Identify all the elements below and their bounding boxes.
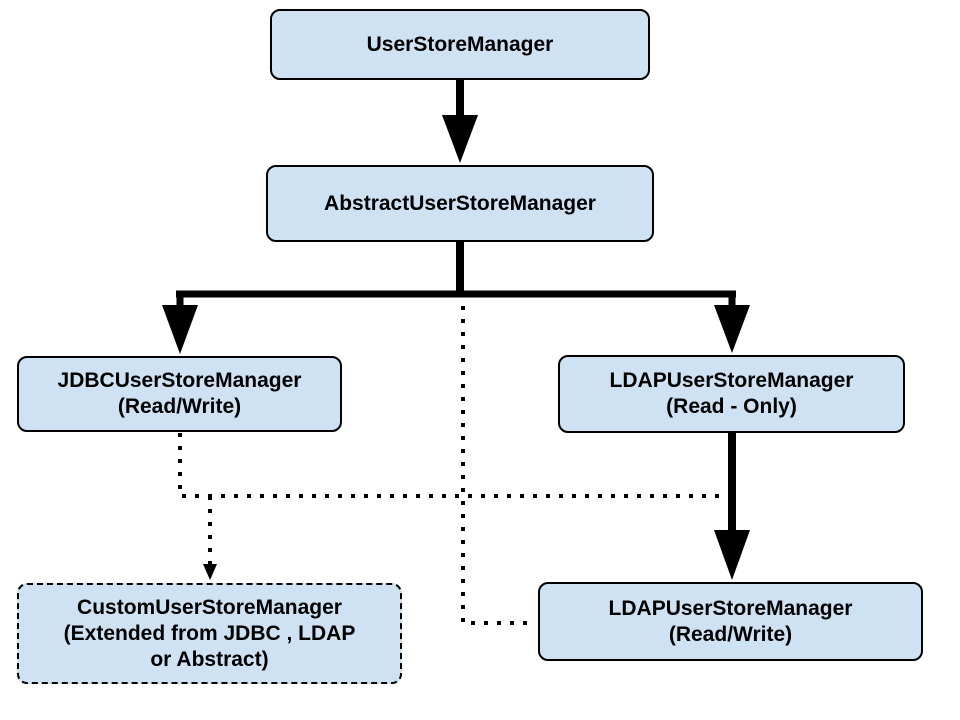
node-abstract-user-store-manager: AbstractUserStoreManager xyxy=(266,165,654,242)
edge-ldap-readonly-to-readwrite xyxy=(714,433,750,580)
node-label: JDBCUserStoreManager (Read/Write) xyxy=(57,369,302,418)
edge-abstract-to-jdbc xyxy=(162,291,198,354)
node-label: UserStoreManager xyxy=(366,32,554,56)
node-jdbc-user-store-manager: JDBCUserStoreManager (Read/Write) xyxy=(17,356,342,432)
node-label: LDAPUserStoreManager (Read/Write) xyxy=(608,596,853,646)
edge-dotted-jdbc xyxy=(178,433,728,498)
node-custom-user-store-manager: CustomUserStoreManager (Extended from JD… xyxy=(17,583,402,684)
node-label: CustomUserStoreManager (Extended from JD… xyxy=(63,595,356,671)
node-ldap-user-store-manager-read-write: LDAPUserStoreManager (Read/Write) xyxy=(538,582,923,661)
edge-dotted-abstract-to-ldap-readwrite xyxy=(461,306,536,625)
edge-abstract-branch xyxy=(176,242,736,298)
node-label: AbstractUserStoreManager xyxy=(324,191,596,215)
edge-usm-to-abstract xyxy=(442,80,478,163)
node-label: LDAPUserStoreManager (Read - Only) xyxy=(609,369,854,418)
node-ldap-user-store-manager-read-only: LDAPUserStoreManager (Read - Only) xyxy=(558,355,905,433)
edge-dotted-to-custom xyxy=(203,496,217,580)
node-user-store-manager: UserStoreManager xyxy=(270,9,650,80)
edge-abstract-to-ldap-readonly xyxy=(714,291,750,353)
